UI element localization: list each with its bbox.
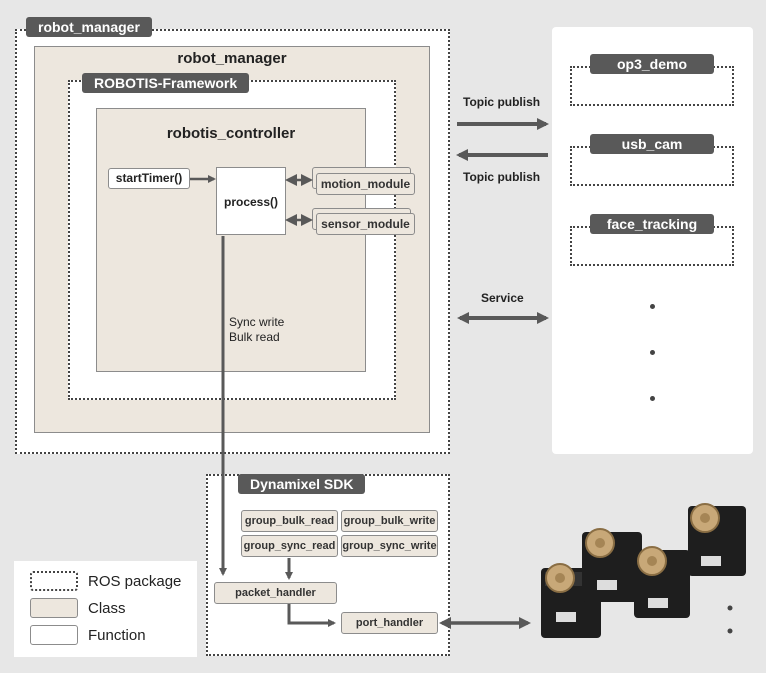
- servo-2-icon: [582, 528, 642, 602]
- topic-publish-label-bottom: Topic publish: [463, 170, 541, 184]
- topic-publish-label-top: Topic publish: [463, 95, 541, 109]
- group-sync-read: group_sync_read: [241, 535, 338, 557]
- more-packages-dot-1: [650, 304, 655, 309]
- packet-handler: packet_handler: [214, 582, 337, 604]
- more-servos-dot-2: [727, 628, 733, 634]
- dynamixel-sdk-tag: Dynamixel SDK: [238, 474, 366, 494]
- legend-function-label: Function: [88, 627, 146, 644]
- more-packages-dot-2: [650, 350, 655, 355]
- legend-ros-package-label: ROS package: [88, 573, 182, 590]
- legend-class-swatch: [30, 598, 78, 618]
- servo-4-icon: [688, 503, 746, 576]
- packet-to-port-handler-arrow: [287, 604, 336, 627]
- robotis-controller-class: [96, 108, 366, 372]
- start-timer-function: startTimer(): [108, 168, 190, 189]
- service-label: Service: [481, 291, 524, 305]
- more-servos-dot-1: [727, 605, 733, 611]
- bulk-read-label: Bulk read: [229, 330, 280, 344]
- robot-manager-package-tag: robot_manager: [26, 17, 152, 37]
- usb-cam-tag: usb_cam: [590, 134, 714, 154]
- sensor-module: sensor_module: [316, 213, 415, 235]
- face-tracking-tag: face_tracking: [590, 214, 714, 234]
- robotis-framework-tag: ROBOTIS-Framework: [82, 73, 250, 93]
- more-packages-dot-3: [650, 396, 655, 401]
- servo-3-icon: [634, 546, 690, 618]
- port-handler: port_handler: [341, 612, 438, 634]
- sync-write-label: Sync write: [229, 315, 285, 329]
- group-sync-write: group_sync_write: [341, 535, 438, 557]
- group-bulk-read: group_bulk_read: [241, 510, 338, 532]
- legend-function-swatch: [30, 625, 78, 645]
- op3-demo-tag: op3_demo: [590, 54, 714, 74]
- group-bulk-write: group_bulk_write: [341, 510, 438, 532]
- legend-class-label: Class: [88, 600, 126, 617]
- process-function: process(): [216, 167, 286, 235]
- robotis-controller-title: robotis_controller: [166, 125, 296, 142]
- robot-manager-class-title: robot_manager: [177, 50, 287, 67]
- motion-module: motion_module: [316, 173, 415, 195]
- legend-ros-package-swatch: [30, 571, 78, 591]
